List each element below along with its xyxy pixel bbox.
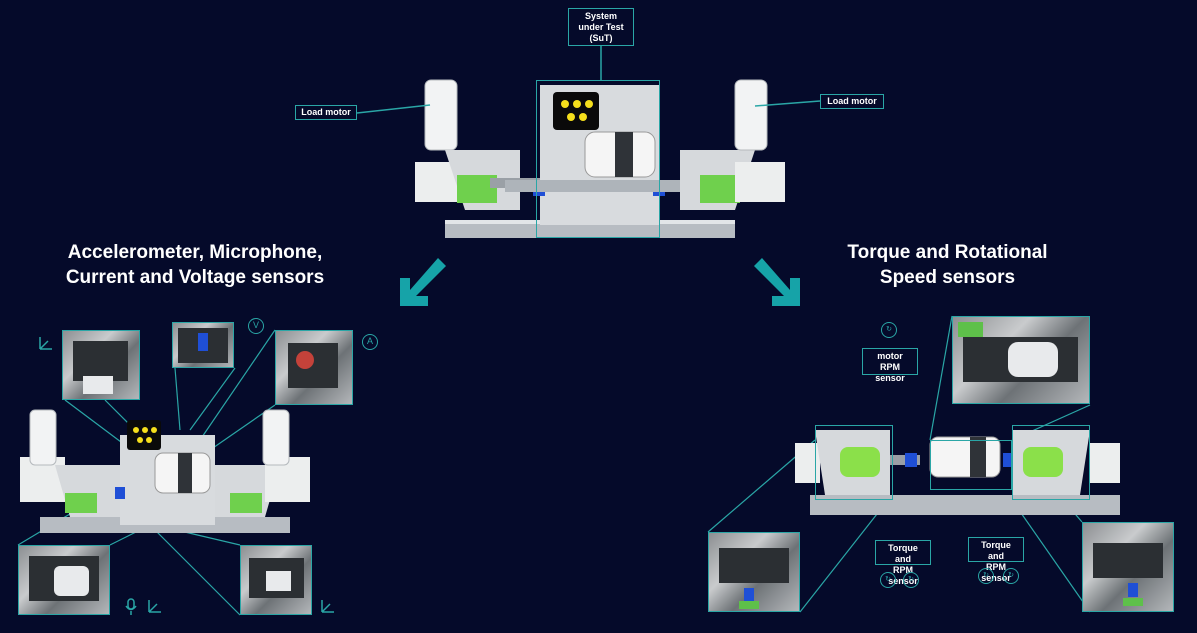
- load-motor-label-left: Load motor: [295, 105, 357, 120]
- left-photo-current: [275, 330, 353, 405]
- microphone-icon: [125, 598, 137, 615]
- right-heading-line2: Speed sensors: [879, 267, 1016, 288]
- top-rig-illustration: [415, 79, 785, 238]
- accelerometer-axes-icon: [39, 337, 52, 350]
- sut-highlight-frame: [536, 80, 660, 238]
- accelerometer-axes-icon: [321, 600, 334, 613]
- load-motor-label-right: Load motor: [820, 94, 884, 109]
- left-rig-illustration: [20, 409, 310, 533]
- torque-icon: ↻: [1003, 568, 1019, 584]
- arrow-down-left-icon: [400, 258, 446, 306]
- left-photo-voltage: [172, 322, 234, 368]
- sut-label: System under Test (SuT): [568, 8, 634, 46]
- top-rig: [405, 70, 795, 245]
- current-sensor-icon: A: [362, 334, 378, 350]
- left-photo-microphone: [18, 545, 110, 615]
- motor-rpm-sensor-label: motor RPM sensor: [862, 348, 918, 383]
- left-heading: Accelerometer, Microphone, Current and V…: [40, 240, 350, 290]
- right-photo-torque-right: [1082, 522, 1174, 612]
- torque-rpm-sensor-label-left: Torque and RPM sensor: [875, 540, 931, 586]
- left-heading-line1: Accelerometer, Microphone,: [67, 242, 323, 263]
- rpm-sensor-icon: ↻: [978, 568, 994, 584]
- arrow-down-right-icon: [754, 258, 800, 306]
- left-heading-line2: Current and Voltage sensors: [65, 267, 325, 288]
- right-photo-torque-left: [708, 532, 800, 612]
- right-rig: [795, 425, 1140, 520]
- torque-rpm-sensor-label-right: Torque and RPM sensor: [968, 537, 1024, 583]
- voltage-sensor-icon: V: [248, 318, 264, 334]
- left-photo-accelerometer-bottom: [240, 545, 312, 615]
- right-frame-right-torque: [1012, 425, 1090, 500]
- right-heading-line1: Torque and Rotational: [847, 242, 1048, 263]
- left-rig: [15, 405, 315, 540]
- rpm-sensor-icon: ↻: [881, 322, 897, 338]
- left-photo-accelerometer-top: [62, 330, 140, 400]
- accelerometer-axes-icon: [148, 600, 161, 613]
- right-frame-left-torque: [815, 425, 893, 500]
- rpm-sensor-icon: ↻: [903, 572, 919, 588]
- right-heading: Torque and Rotational Speed sensors: [820, 240, 1075, 290]
- right-rig-illustration: [795, 430, 1120, 515]
- torque-icon: ↻: [880, 572, 896, 588]
- right-photo-motor-rpm: [952, 316, 1090, 404]
- right-frame-motor: [930, 440, 1012, 490]
